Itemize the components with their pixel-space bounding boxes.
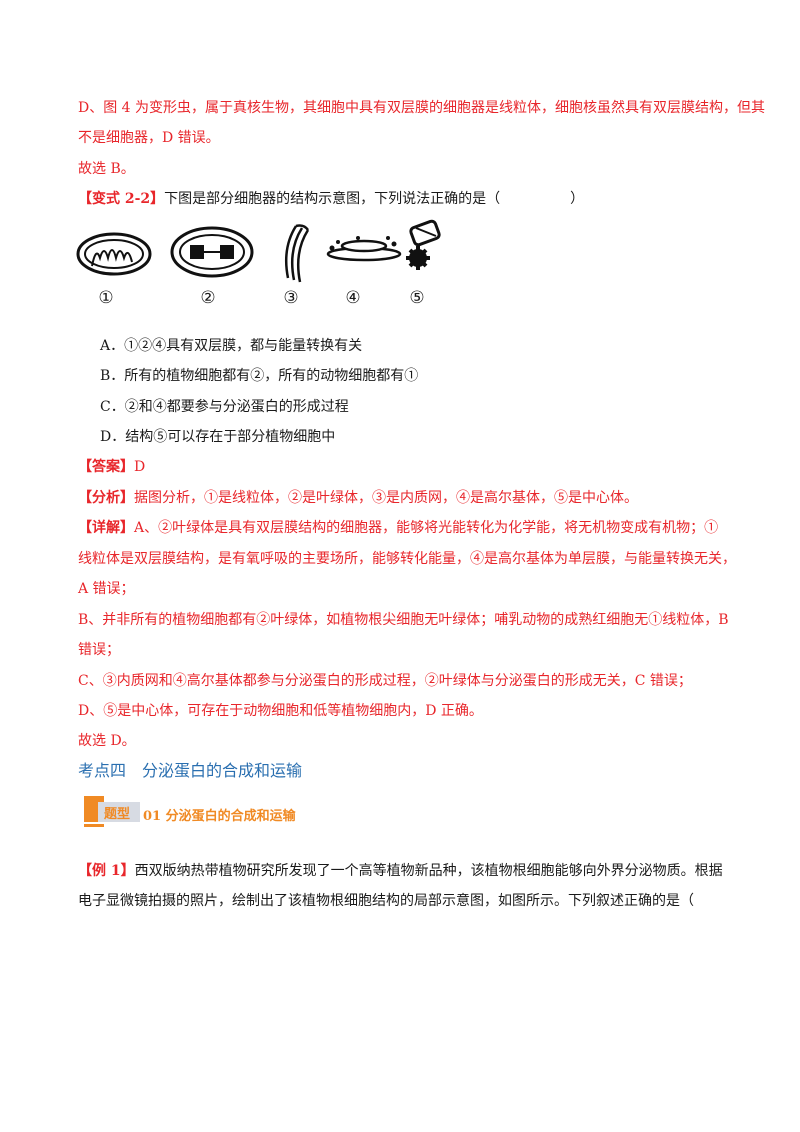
mitochondrion-drawing xyxy=(76,232,152,276)
detail-line-3: A 错误； xyxy=(78,581,135,597)
b-explain-line-1: B、并非所有的植物细胞都有②叶绿体，如植物根尖细胞无叶绿体；哺乳动物的成熟红细胞… xyxy=(78,612,729,628)
figure-label-2: ② xyxy=(200,288,216,308)
choose-b-line: 故选 B。 xyxy=(78,161,135,177)
example-line-1: 【例 1】西双版纳热带植物研究所发现了一个高等植物新品种，该植物根细胞能够向外界… xyxy=(78,861,728,881)
type-title: 01 分泌蛋白的合成和运输 xyxy=(143,809,296,824)
section-title: 考点四 分泌蛋白的合成和运输 xyxy=(78,761,303,780)
badge-text: 题型 xyxy=(104,807,131,822)
endoplasmic-reticulum-drawing xyxy=(285,224,310,283)
choose-d-line: 故选 D。 xyxy=(78,733,136,749)
example-label: 【例 1】 xyxy=(78,863,135,879)
example-text-1: 西双版纳热带植物研究所发现了一个高等植物新品种，该植物根细胞能够向外界分泌物质。… xyxy=(134,863,723,879)
figure-label-4: ④ xyxy=(345,288,361,308)
option-a: A．①②④具有双层膜，都与能量转换有关 xyxy=(100,338,363,354)
type-badge: 题型 xyxy=(84,796,140,827)
chloroplast-drawing xyxy=(170,226,254,278)
detail-text-1: A、②叶绿体是具有双层膜结构的细胞器，能够将光能转化为化学能，将无机物变成有机物… xyxy=(134,520,719,536)
analysis-label: 【分析】 xyxy=(78,490,134,506)
detail-line-2: 线粒体是双层膜结构，是有氧呼吸的主要场所，能够转化能量，④是高尔基体为单层膜，与… xyxy=(78,551,736,567)
variant-label: 【变式 2-2】 xyxy=(78,191,165,207)
answer-value: D xyxy=(134,459,146,475)
figure-label-3: ③ xyxy=(283,288,299,308)
organelle-figure xyxy=(76,219,441,283)
example-line-2: 电子显微镜拍摄的照片，绘制出了该植物根细胞结构的局部示意图，如图所示。下列叙述正… xyxy=(78,893,694,909)
analysis-line: 【分析】据图分析，①是线粒体，②是叶绿体，③是内质网，④是高尔基体，⑤是中心体。 xyxy=(78,488,728,508)
figure-label-5: ⑤ xyxy=(409,288,425,308)
d-option-line-2: 不是细胞器，D 错误。 xyxy=(78,130,220,146)
analysis-text: 据图分析，①是线粒体，②是叶绿体，③是内质网，④是高尔基体，⑤是中心体。 xyxy=(134,490,638,506)
answer-label: 【答案】 xyxy=(78,459,134,475)
figure-label-1: ① xyxy=(98,288,114,308)
answer-line: 【答案】D xyxy=(78,457,728,477)
option-b: B．所有的植物细胞都有②，所有的动物细胞都有① xyxy=(100,368,419,384)
option-c: C．②和④都要参与分泌蛋白的形成过程 xyxy=(100,399,349,415)
variant-text: 下图是部分细胞器的结构示意图，下列说法正确的是（ ） xyxy=(164,191,585,207)
c-explain-line: C、③内质网和④高尔基体都参与分泌蛋白的形成过程，②叶绿体与分泌蛋白的形成无关，… xyxy=(78,673,692,689)
option-d: D．结构⑤可以存在于部分植物细胞中 xyxy=(100,429,336,445)
detail-line-1: 【详解】A、②叶绿体是具有双层膜结构的细胞器，能够将光能转化为化学能，将无机物变… xyxy=(78,518,728,538)
b-explain-line-2: 错误； xyxy=(78,642,120,658)
centrosome-drawing xyxy=(406,219,441,270)
d-explain-line: D、⑤是中心体，可存在于动物细胞和低等植物细胞内，D 正确。 xyxy=(78,703,483,719)
golgi-drawing xyxy=(326,236,402,262)
detail-label: 【详解】 xyxy=(78,520,134,536)
variant-question: 【变式 2-2】下图是部分细胞器的结构示意图，下列说法正确的是（ ） xyxy=(78,189,728,209)
d-option-line-1: D、图 4 为变形虫，属于真核生物，其细胞中具有双层膜的细胞器是线粒体，细胞核虽… xyxy=(78,100,766,116)
